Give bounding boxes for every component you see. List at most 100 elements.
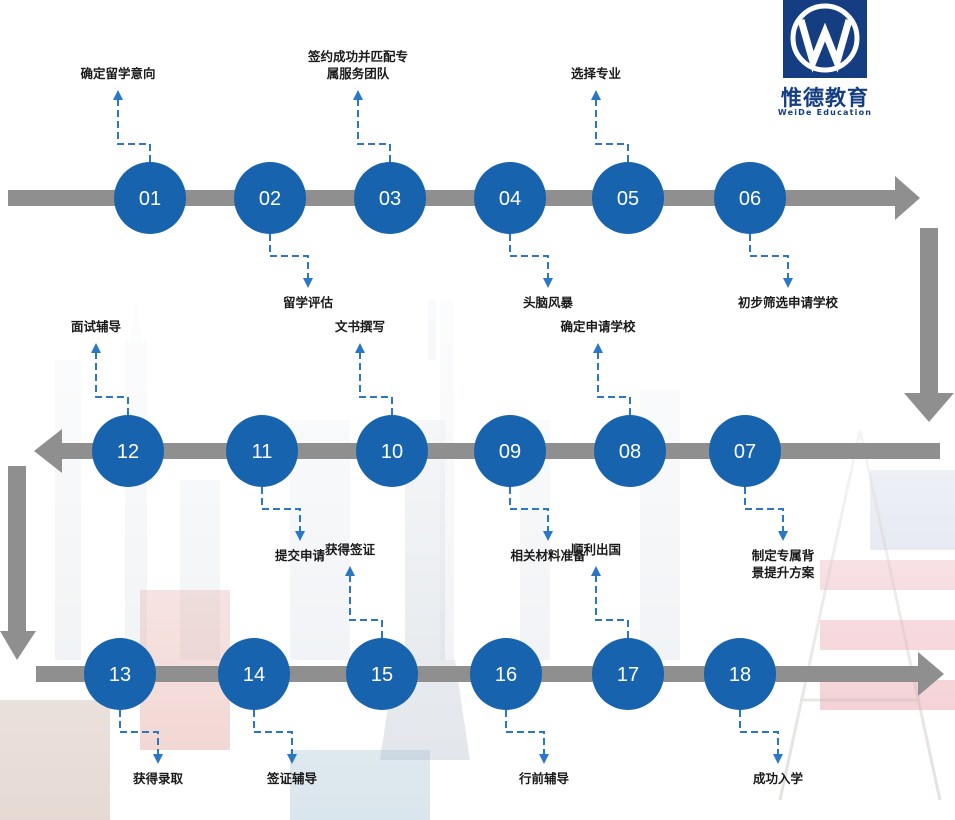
step-connector	[739, 710, 779, 754]
step-node: 17	[592, 638, 664, 710]
flow-arrowhead-row2	[34, 429, 62, 473]
connector-arrowhead	[153, 754, 163, 764]
connector-arrowhead	[593, 343, 603, 353]
step-number: 13	[109, 664, 131, 686]
connectors	[91, 90, 793, 764]
step-label: 面试辅导	[70, 319, 121, 334]
step-label: 签约成功并匹配专 属服务团队	[307, 49, 408, 81]
step-node: 08	[594, 415, 666, 487]
step-number: 09	[499, 441, 521, 463]
step-label: 确定留学意向	[80, 66, 156, 81]
step-connector	[595, 100, 629, 162]
step-label: 顺利出国	[570, 542, 621, 557]
step-nodes: 01 02 03 04 05 06 07 08 09 10 11 12 13 14 15 16 17 18	[84, 162, 786, 710]
step-label: 初步筛选申请学校	[737, 295, 838, 310]
connector-arrowhead	[783, 278, 793, 288]
step-circle	[226, 415, 298, 487]
step-node: 11	[226, 415, 298, 487]
step-label: 制定专属背 景提升方案	[751, 548, 815, 580]
flow-arrow-row1	[8, 190, 898, 206]
step-label: 获得签证	[324, 542, 375, 557]
step-number: 11	[252, 441, 273, 463]
step-number: 15	[371, 664, 393, 686]
connector-arrowhead	[287, 754, 297, 764]
step-node: 04	[474, 162, 546, 234]
step-node: 05	[592, 162, 664, 234]
connector-arrowhead	[543, 531, 553, 541]
step-number: 02	[259, 188, 281, 210]
step-connector	[509, 487, 549, 531]
step-circle	[594, 415, 666, 487]
connector-arrowhead	[355, 343, 365, 353]
step-circle	[709, 415, 781, 487]
step-circle	[84, 638, 156, 710]
step-node: 12	[92, 415, 164, 487]
step-node: 18	[704, 638, 776, 710]
flow-arrowhead-row1	[895, 176, 920, 220]
step-node: 15	[346, 638, 418, 710]
connector-arrowhead	[353, 90, 363, 100]
connector-arrowhead	[778, 531, 788, 541]
step-circle	[470, 638, 542, 710]
step-circle	[474, 415, 546, 487]
step-circle	[592, 638, 664, 710]
step-connector	[349, 576, 383, 638]
step-number: 04	[499, 188, 521, 210]
step-label: 获得录取	[132, 771, 183, 786]
step-label: 确定申请学校	[560, 319, 636, 334]
step-label: 相关材料准备	[510, 548, 586, 563]
connector-arrowhead	[773, 754, 783, 764]
step-number: 03	[379, 188, 401, 210]
step-number: 10	[381, 441, 403, 463]
step-number: 06	[739, 188, 761, 210]
step-connector	[509, 234, 549, 278]
step-number: 12	[117, 441, 139, 463]
step-connector	[744, 487, 784, 531]
step-connector	[95, 353, 129, 415]
step-node: 14	[218, 638, 290, 710]
step-circle	[714, 162, 786, 234]
step-connector	[359, 353, 393, 415]
weide-logo: 惟德教育 WeiDe Education	[770, 0, 880, 120]
step-node: 01	[114, 162, 186, 234]
logo-text-cn: 惟德教育	[781, 86, 869, 110]
step-circle	[234, 162, 306, 234]
step-connector	[357, 100, 391, 162]
step-label: 选择专业	[570, 66, 621, 81]
step-connector	[269, 234, 309, 278]
connector-arrowhead	[543, 278, 553, 288]
step-connector	[261, 487, 301, 531]
step-number: 08	[619, 441, 641, 463]
step-circle	[346, 638, 418, 710]
step-number: 18	[729, 664, 751, 686]
step-number: 14	[243, 664, 265, 686]
step-node: 16	[470, 638, 542, 710]
step-circle	[704, 638, 776, 710]
flow-arrowhead-down-left	[0, 631, 36, 660]
step-node: 02	[234, 162, 306, 234]
step-circle	[92, 415, 164, 487]
logo-emblem	[783, 0, 867, 78]
step-circle	[474, 162, 546, 234]
connector-arrowhead	[303, 278, 313, 288]
logo-text-en: WeiDe Education	[777, 108, 873, 117]
step-number: 16	[495, 664, 517, 686]
step-number: 05	[617, 188, 639, 210]
step-label: 提交申请	[274, 548, 325, 563]
step-connector	[117, 100, 151, 162]
step-number: 17	[617, 664, 639, 686]
flow-arrowhead-down-right	[904, 393, 954, 422]
step-node: 10	[356, 415, 428, 487]
connector-arrowhead	[591, 566, 601, 576]
step-node: 07	[709, 415, 781, 487]
step-label: 文书撰写	[334, 319, 385, 334]
connector-arrowhead	[591, 90, 601, 100]
step-label: 签证辅导	[266, 771, 317, 786]
step-number: 01	[139, 188, 161, 210]
step-circle	[114, 162, 186, 234]
connector-arrowhead	[539, 754, 549, 764]
step-connector	[749, 234, 789, 278]
step-circle	[354, 162, 426, 234]
flow-arrowhead-row3	[918, 652, 944, 696]
